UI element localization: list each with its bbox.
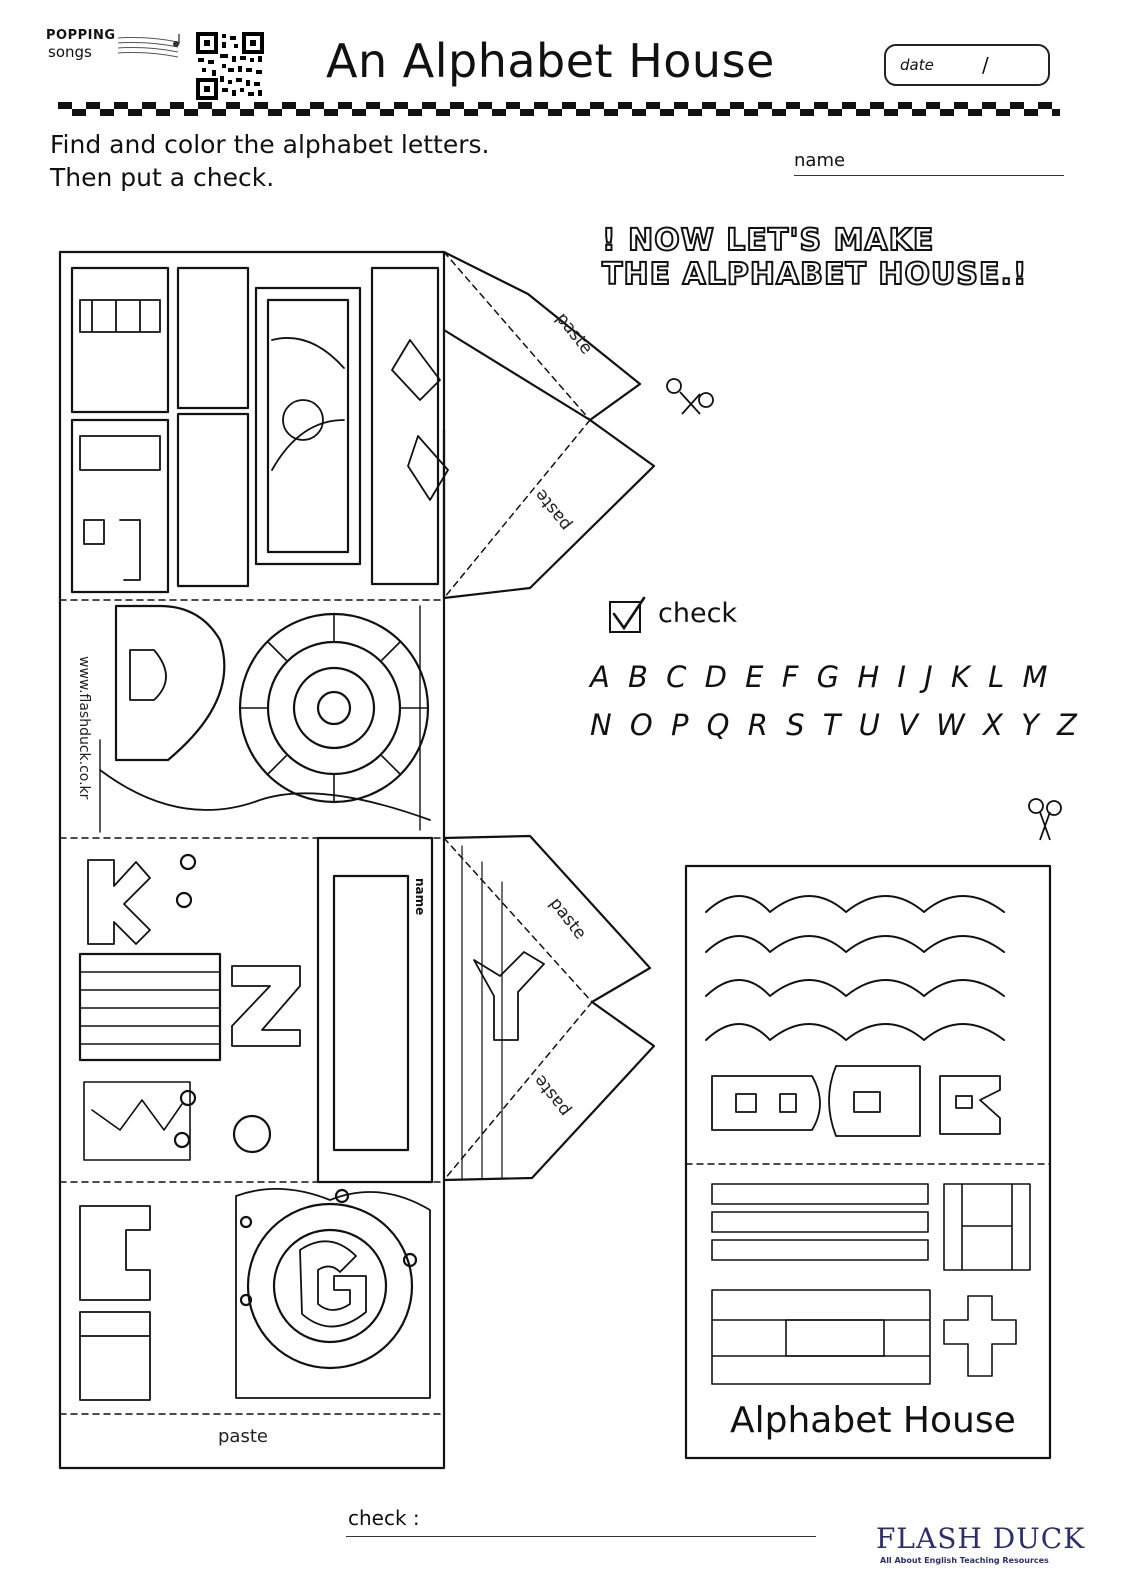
qr-code-icon[interactable] — [196, 32, 264, 100]
roof-flap-bottom-lower — [442, 1000, 656, 1182]
logo-line2: songs — [48, 43, 92, 61]
instruction-line-1: Find and color the alphabet letters. — [50, 130, 490, 159]
date-label: date — [900, 56, 934, 74]
flashduck-logo: FLASH DUCK All About English Teaching Re… — [876, 1522, 1084, 1572]
scissors-icon — [666, 378, 714, 415]
logo-line1: POPPING — [46, 28, 116, 43]
brand-name: FLASH DUCK — [876, 1522, 1086, 1555]
date-separator: / — [982, 53, 989, 77]
footer-check-line[interactable] — [346, 1536, 816, 1537]
paste-label: paste — [545, 894, 590, 944]
paste-label: paste — [530, 1071, 575, 1121]
date-field[interactable]: date / — [884, 44, 1050, 86]
name-input-line[interactable] — [794, 175, 1064, 176]
checkered-divider — [58, 102, 1060, 116]
check-label: check — [658, 598, 738, 629]
paste-label: paste — [218, 1426, 268, 1447]
instructions: Find and color the alphabet letters. The… — [50, 128, 490, 194]
banner-line-1: ! NOW LET'S MAKE — [602, 223, 934, 258]
paste-label: paste — [531, 485, 576, 535]
page-title: An Alphabet House — [326, 34, 775, 88]
website-label: www.flashduck.co.kr — [76, 656, 92, 800]
checkbox-icon[interactable] — [608, 596, 648, 634]
alphabet-row-2: N O P Q R S T U V W X Y Z — [590, 708, 1081, 742]
footer-check-label: check : — [348, 1506, 420, 1530]
make-house-banner: ! NOW LET'S MAKE THE ALPHABET HOUSE.! — [601, 222, 1028, 290]
roof-panel-label: Alphabet House — [730, 1400, 1016, 1441]
name-label: name — [794, 150, 846, 171]
popping-songs-logo: POPPING songs — [46, 28, 186, 72]
scissors-icon — [1028, 798, 1062, 841]
instruction-line-2: Then put a check. — [50, 163, 275, 192]
roof-flap-bottom — [442, 418, 656, 600]
banner-line-2: THE ALPHABET HOUSE.! — [602, 257, 1028, 290]
roof-flap-top — [442, 250, 642, 422]
door-name-label: name — [413, 878, 427, 915]
paste-label: paste — [552, 309, 597, 359]
music-staff-icon — [118, 34, 180, 58]
brand-tagline: All About English Teaching Resources — [880, 1556, 1049, 1565]
roof-panel — [684, 864, 1052, 1460]
roof-flap-top-lower — [442, 834, 652, 1004]
alphabet-row-1: A B C D E F G H I J K L M — [590, 660, 1052, 694]
